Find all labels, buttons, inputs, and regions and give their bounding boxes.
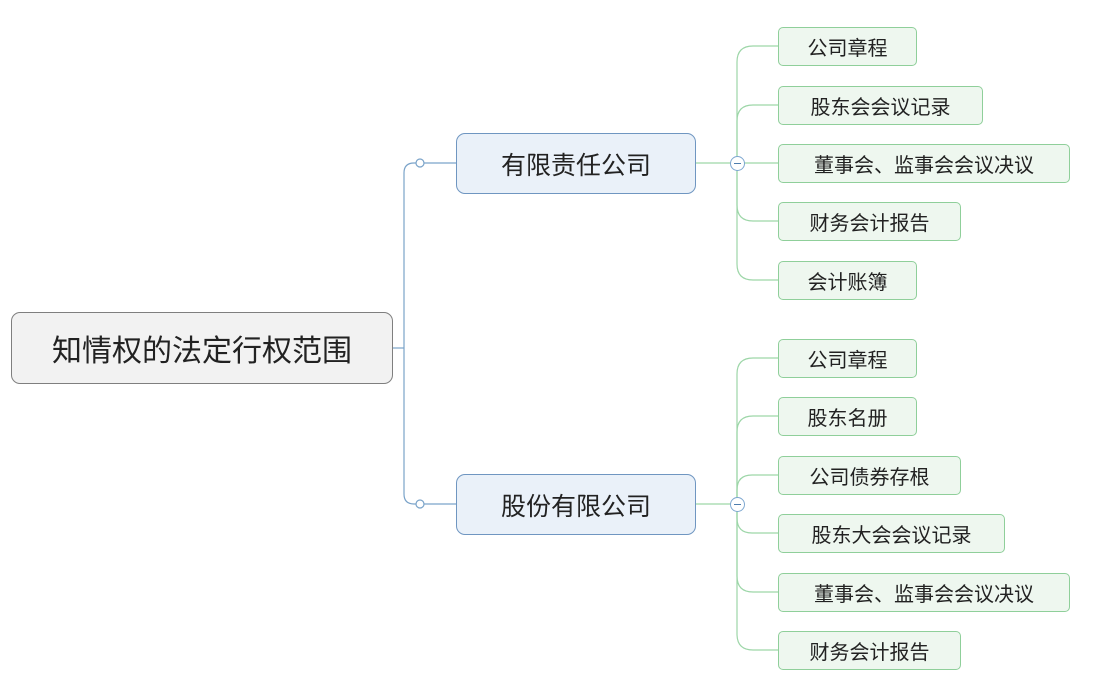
leaf-topic-label: 公司章程 bbox=[807, 36, 888, 60]
branch-topic-label: 有限责任公司 bbox=[500, 150, 651, 180]
leaf-topic-label: 股东名册 bbox=[807, 406, 888, 430]
connector-leaf-2-3 bbox=[736, 474, 778, 504]
leaf-topic[interactable]: 股东会会议记录 bbox=[778, 86, 983, 125]
connector-branch-2 bbox=[403, 348, 456, 505]
leaf-topic[interactable]: 股东大会会议记录 bbox=[778, 514, 1005, 553]
leaf-topic[interactable]: 公司债券存根 bbox=[778, 456, 961, 495]
connector-leaf-2-6 bbox=[736, 504, 778, 651]
leaf-topic-label: 董事会、监事会会议决议 bbox=[814, 582, 1034, 606]
leaf-topic[interactable]: 董事会、监事会会议决议 bbox=[778, 144, 1070, 183]
leaf-topic-label: 会计账簿 bbox=[807, 270, 888, 294]
connector-leaf-1-2 bbox=[736, 104, 778, 163]
leaf-topic-label: 股东会会议记录 bbox=[810, 95, 951, 119]
branch-2-connectors bbox=[696, 357, 778, 651]
branch-1-connectors bbox=[696, 45, 778, 281]
connector-branch-1 bbox=[403, 162, 456, 348]
branch-topic-label: 股份有限公司 bbox=[500, 491, 651, 521]
leaf-topic[interactable]: 公司章程 bbox=[778, 339, 917, 378]
leaf-topic-label: 股东大会会议记录 bbox=[811, 523, 972, 547]
root-connectors bbox=[393, 162, 456, 505]
leaf-topic-label: 董事会、监事会会议决议 bbox=[814, 153, 1034, 177]
connector-leaf-2-1 bbox=[736, 357, 778, 504]
connector-leaf-2-2 bbox=[736, 415, 778, 504]
leaf-topic-label: 公司章程 bbox=[807, 348, 888, 372]
leaf-topic[interactable]: 董事会、监事会会议决议 bbox=[778, 573, 1070, 612]
leaf-topic-label: 公司债券存根 bbox=[809, 465, 930, 489]
leaf-topic[interactable]: 股东名册 bbox=[778, 397, 917, 436]
junction-dot-2 bbox=[415, 499, 425, 509]
connector-leaf-1-5 bbox=[736, 163, 778, 281]
root-topic[interactable]: 知情权的法定行权范围 bbox=[11, 312, 393, 384]
connector-leaf-1-4 bbox=[736, 163, 778, 222]
leaf-topic[interactable]: 财务会计报告 bbox=[778, 631, 961, 670]
connector-leaf-1-1 bbox=[736, 45, 778, 163]
branch-topic-joint-stock-company[interactable]: 股份有限公司 bbox=[456, 474, 696, 535]
root-topic-label: 知情权的法定行权范围 bbox=[52, 334, 352, 369]
branch-topic-limited-liability-company[interactable]: 有限责任公司 bbox=[456, 133, 696, 194]
connector-leaf-2-5 bbox=[736, 504, 778, 593]
leaf-topic[interactable]: 财务会计报告 bbox=[778, 202, 961, 241]
leaf-topic[interactable]: 会计账簿 bbox=[778, 261, 917, 300]
leaf-topic[interactable]: 公司章程 bbox=[778, 27, 917, 66]
collapse-toggle-icon[interactable] bbox=[730, 156, 745, 171]
leaf-topic-label: 财务会计报告 bbox=[809, 211, 930, 235]
collapse-toggle-icon[interactable] bbox=[730, 497, 745, 512]
junction-dot-1 bbox=[415, 158, 425, 168]
leaf-topic-label: 财务会计报告 bbox=[809, 640, 930, 664]
